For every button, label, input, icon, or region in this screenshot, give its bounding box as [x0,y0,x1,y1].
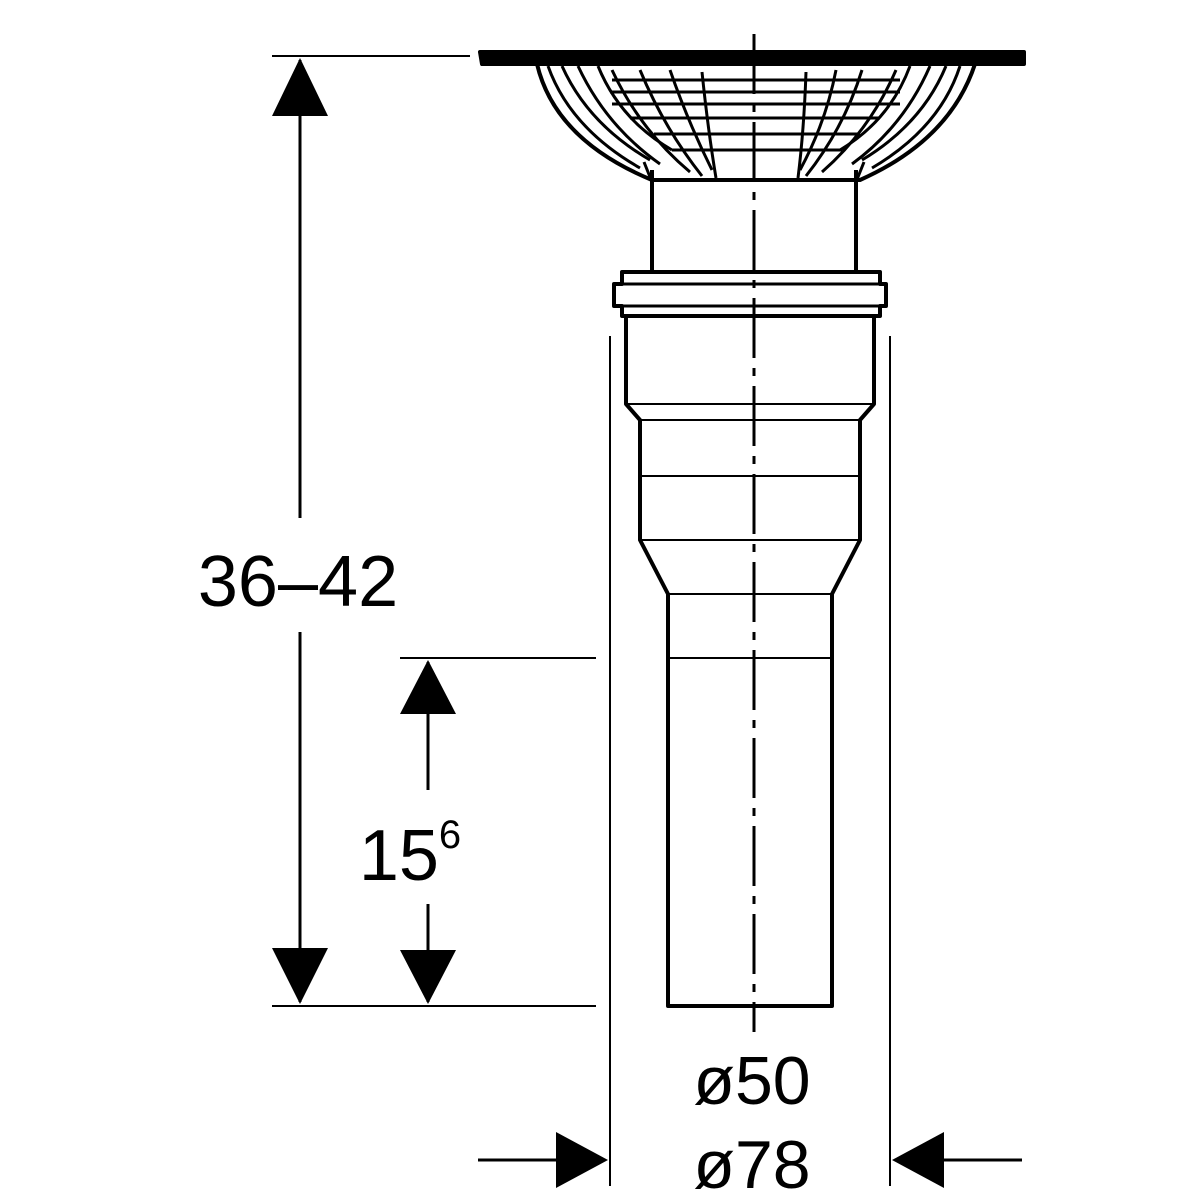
outlet-height-arrow-up-icon [400,660,456,714]
total-height-arrow-up-icon [272,58,328,116]
outer-diameter-arrow-right-icon [556,1132,608,1188]
upper-socket [624,316,876,1008]
flange-plate [478,50,1026,66]
total-height-dimension [272,55,596,1007]
strainer-ribs [546,65,962,179]
bowl-neck [650,170,858,272]
outlet-height-dimension [400,657,596,1004]
outlet-height-base: 15 [359,816,439,896]
coupling-ring [612,270,888,318]
total-height-label: 36–42 [198,542,398,622]
outlet-height-superscript: 6 [439,813,461,857]
outlet-height-label: 156 [359,813,461,896]
strainer-bowl [535,63,977,182]
outlet-height-arrow-down-icon [400,950,456,1004]
outer-diameter-arrow-left-icon [892,1132,944,1188]
total-height-arrow-down-icon [272,948,328,1004]
outer-diameter-dimension [478,336,1022,1188]
outer-diameter-label: ø78 [693,1127,810,1200]
drain-body [478,50,1026,1008]
inner-diameter-label: ø50 [693,1043,810,1119]
